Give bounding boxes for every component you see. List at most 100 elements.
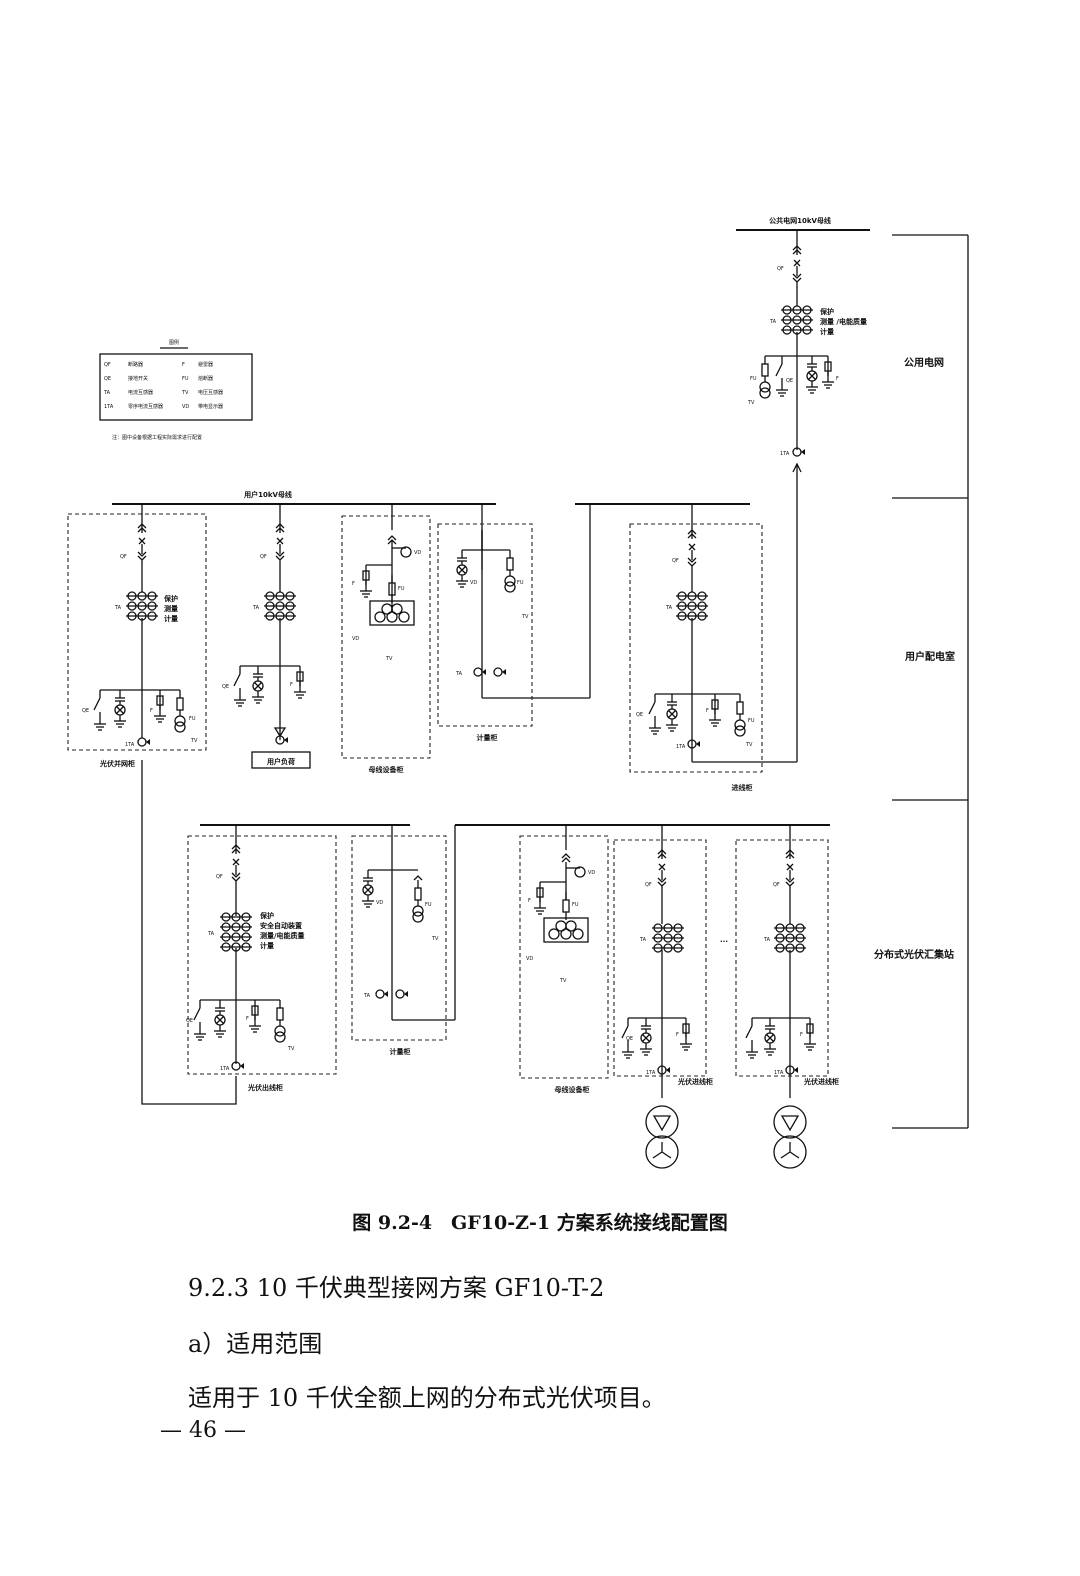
cabinet-label-bus-equip: 母线设备柜 (369, 765, 404, 774)
svg-text:1TA: 1TA (646, 1070, 656, 1076)
svg-text:FU: FU (425, 902, 432, 908)
svg-text:TV: TV (385, 656, 393, 662)
svg-text:TA: TA (363, 993, 371, 999)
legend-cell: 带电显示器 (198, 403, 223, 410)
legend-note: 注：图中设备根据工程实际需求进行配置 (112, 434, 202, 441)
svg-text:1TA: 1TA (125, 742, 135, 748)
svg-text:测量: 测量 (164, 604, 178, 613)
svg-text:测量 /电能质量: 测量 /电能质量 (820, 317, 867, 326)
legend-cell: QF (104, 362, 111, 368)
svg-text:TV: TV (521, 614, 529, 620)
svg-text:F: F (800, 1032, 803, 1038)
svg-text:TV: TV (745, 742, 753, 748)
cabinet-label-pv-out: 光伏出线柜 (247, 1083, 283, 1092)
svg-text:QF: QF (672, 558, 679, 564)
svg-text:计量: 计量 (820, 327, 834, 336)
body-paragraph: 适用于 10 千伏全额上网的分布式光伏项目。 (188, 1384, 666, 1412)
svg-text:TV: TV (190, 738, 198, 744)
legend-cell: F (182, 362, 185, 368)
svg-text:VD: VD (470, 580, 477, 586)
svg-text:保护: 保护 (819, 307, 834, 316)
figure-caption: 图 9.2-4 GF10-Z-1 方案系统接线配置图 (352, 1212, 728, 1234)
svg-text:TA: TA (455, 671, 463, 677)
svg-text:FU: FU (398, 586, 405, 592)
svg-text:QF: QF (645, 882, 652, 888)
section-heading: 9.2.3 10 千伏典型接网方案 GF10-T-2 (188, 1274, 605, 1302)
svg-text:F: F (528, 898, 531, 904)
svg-text:F: F (706, 708, 709, 714)
legend-cell: 1TA (104, 404, 114, 410)
svg-text:QF: QF (216, 874, 223, 880)
page-number: — 46 — (160, 1418, 246, 1443)
ellipsis: ··· (720, 938, 728, 946)
cabinet-incoming: QF TA QE F FU TV 1TA 进线柜 (629, 504, 797, 792)
svg-text:FU: FU (750, 376, 757, 382)
legend-cell: TA (103, 390, 111, 396)
cabinet-pv-out: QF TA 保护 安全自动装置 测量/电能质量 计量 QE F TV 1TA 光… (186, 825, 337, 1092)
svg-text:TA: TA (665, 605, 673, 611)
cabinet-label-metering: 计量柜 (477, 733, 498, 742)
public-grid-feeder: 公共电网10kV母线 TA QF 保护 测量 /电能质量 计量 FU TV QE… (736, 216, 870, 762)
legend-cell: QE (104, 376, 111, 382)
cabinet-label-incoming: 进线柜 (732, 783, 753, 792)
svg-text:F: F (676, 1032, 679, 1038)
svg-text:计量: 计量 (260, 941, 274, 950)
cabinet-pv-in-2: QF TA F 1TA 光伏进线柜 (735, 825, 839, 1169)
svg-text:保护: 保护 (163, 594, 178, 603)
svg-text:TV: TV (431, 936, 439, 942)
svg-text:TV: TV (287, 1046, 295, 1052)
legend-cell: 电压互感器 (198, 389, 223, 396)
svg-text:QE: QE (626, 1036, 633, 1042)
cabinet-label-pv-in-1: 光伏进线柜 (677, 1077, 713, 1086)
cabinet-bus-equip-2: VD F FU TV VD 母线设备柜 (519, 825, 609, 1094)
legend-title: 图例 (169, 339, 179, 346)
svg-text:TA: TA (114, 605, 122, 611)
subsection-heading: a）适用范围 (188, 1330, 323, 1358)
cabinet-metering-2: VD FU TV TA 计量柜 (351, 835, 447, 1056)
legend-cell: 避雷器 (198, 361, 213, 368)
svg-text:VD: VD (414, 550, 421, 556)
svg-text:F: F (836, 376, 839, 382)
pv-link-line (141, 760, 237, 1105)
zone-user-room: 用户配电室 (904, 650, 955, 663)
user-bus: 用户10kV母线 (112, 490, 750, 699)
svg-text:F: F (150, 708, 153, 714)
legend-cell: 断路器 (128, 361, 143, 368)
svg-text:TA: TA (769, 319, 777, 325)
zone-pv-station: 分布式光伏汇集站 (874, 948, 954, 961)
cabinet-label-user-load: 用户负荷 (267, 757, 295, 766)
svg-text:QF: QF (773, 882, 780, 888)
svg-text:TV: TV (747, 400, 755, 406)
cabinet-pv-in-1: QF TA QE F 1TA 光伏进线柜 (613, 825, 713, 1169)
legend-cell: VD (182, 404, 189, 410)
svg-text:VD: VD (352, 636, 359, 642)
legend-cell: TV (181, 390, 189, 396)
svg-text:TA: TA (639, 937, 647, 943)
svg-text:QF: QF (777, 266, 784, 272)
cabinet-user-load: QF TA QE F 用户负荷 (222, 504, 311, 769)
cabinet-pv-grid: QF TA 保护 测量 计量 QE F FU TV 1TA 光伏并网柜 (67, 504, 207, 768)
svg-text:QE: QE (222, 684, 229, 690)
zone-bracket: 公用电网 用户配电室 分布式光伏汇集站 (874, 234, 969, 1129)
cabinet-label-bus-equip-2: 母线设备柜 (555, 1085, 590, 1094)
svg-text:F: F (290, 682, 293, 688)
svg-text:保护: 保护 (259, 911, 274, 920)
zone-public-grid: 公用电网 (904, 356, 944, 369)
svg-text:QF: QF (260, 554, 267, 560)
legend-cell: 零序电流互感器 (128, 403, 163, 410)
svg-text:1TA: 1TA (676, 744, 686, 750)
svg-text:FU: FU (748, 718, 755, 724)
svg-text:1TA: 1TA (220, 1066, 230, 1072)
legend-cell: FU (182, 376, 189, 382)
svg-text:VD: VD (376, 900, 383, 906)
svg-text:FU: FU (572, 902, 579, 908)
svg-text:QE: QE (186, 1018, 193, 1024)
svg-text:TV: TV (559, 978, 567, 984)
svg-text:1TA: 1TA (774, 1070, 784, 1076)
svg-text:计量: 计量 (164, 614, 178, 623)
public-bus-label: 公共电网10kV母线 (769, 216, 831, 225)
svg-text:1TA: 1TA (780, 451, 790, 457)
